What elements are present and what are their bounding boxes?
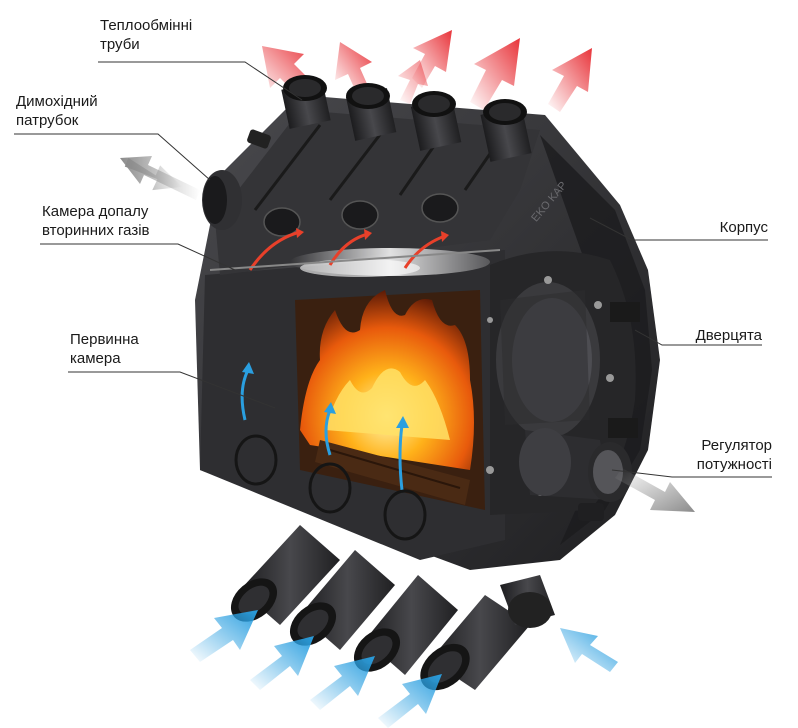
label-heat-pipes-line-1: Теплообмінні (100, 17, 193, 34)
label-chimney-line-2: патрубок (16, 112, 79, 129)
label-primary: Первинна камера (70, 330, 139, 368)
label-primary-line-1: Первинна (70, 331, 139, 348)
bottom-pipe-1 (230, 525, 340, 625)
label-afterburn-line-1: Камера допалу (42, 203, 149, 220)
label-regulator: Регулятор потужності (697, 436, 772, 474)
heat-exchange-pipes (263, 75, 532, 237)
cold-arrow-3 (310, 656, 375, 710)
afterburn-smoke (209, 228, 501, 277)
label-afterburn: Камера допалу вторинних газів (42, 202, 150, 240)
cold-arrow-1 (190, 610, 258, 662)
top-pipe-2 (345, 83, 397, 141)
label-heat-pipes: Теплообмінні труби (100, 16, 192, 54)
top-pipe-3 (410, 91, 462, 151)
label-heat-pipes-line-2: труби (100, 36, 140, 53)
label-regulator-line-1: Регулятор (701, 437, 772, 454)
cold-arrow-5 (560, 628, 618, 672)
smoke-arrow (120, 156, 200, 200)
leader-heat-pipes (98, 61, 303, 101)
leader-chimney (14, 133, 211, 181)
leader-regulator (611, 469, 772, 478)
hot-arrow-5 (548, 48, 592, 112)
bottom-pipe-2 (289, 550, 395, 650)
hot-arrow-2 (335, 42, 372, 92)
cold-air-arrows (190, 610, 618, 728)
hot-air-arrows (262, 30, 592, 112)
label-door: Дверцята (696, 326, 762, 345)
label-chimney-line-1: Димохідний (16, 93, 98, 110)
bottom-pipe-5 (500, 575, 555, 628)
roof-opening-1 (263, 207, 301, 237)
top-pipe-1 (281, 75, 331, 129)
hot-arrow-6 (398, 60, 428, 104)
top-pipe-4 (480, 99, 532, 162)
leader-afterburn (40, 243, 236, 271)
label-regulator-line-2: потужності (696, 456, 772, 473)
label-door-line-1: Дверцята (695, 327, 762, 344)
primary-chamber-fire (234, 290, 485, 541)
regulator-smoke-arrow (615, 468, 695, 512)
label-chimney: Димохідний патрубок (16, 92, 98, 130)
label-primary-line-2: камера (70, 350, 121, 367)
label-body: Корпус (720, 218, 768, 237)
leader-door (634, 329, 762, 346)
cold-arrow-4 (378, 674, 442, 728)
leader-lines (14, 61, 772, 478)
leader-body (589, 217, 768, 241)
roof-opening-2 (341, 200, 379, 230)
power-regulator (519, 428, 695, 521)
chimney-pipe (120, 129, 271, 230)
label-afterburn-line-2: вторинних газів (42, 222, 150, 239)
cold-arrow-2 (250, 636, 314, 690)
roof-opening-3 (421, 193, 459, 223)
label-body-line-1: Корпус (719, 219, 768, 236)
hot-arrow-4 (470, 38, 520, 110)
leader-primary (68, 371, 276, 409)
